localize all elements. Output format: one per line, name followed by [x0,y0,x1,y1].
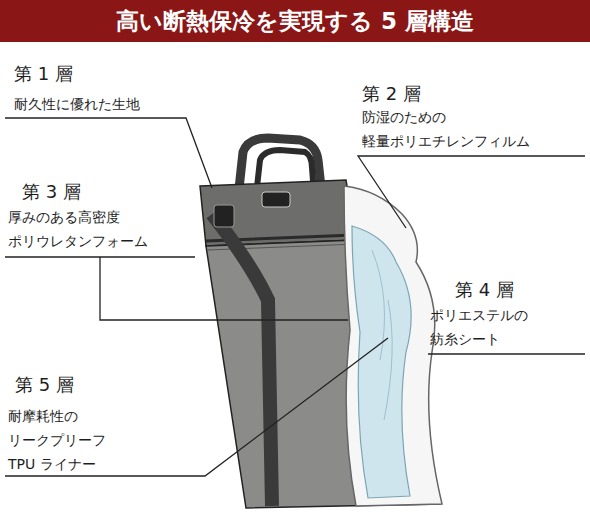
layer-number: 第 4 層 [455,278,575,302]
title-band [0,0,590,42]
layer-description: ポリエステルの 紡糸シート [430,303,542,351]
leader-lines [5,118,585,476]
insulation-layer [344,186,442,506]
layer-description: 耐摩耗性の リークプリーフ TPU ライナー [8,404,122,476]
layer-number: 第 2 層 [362,82,482,106]
shoulder-strap [212,214,272,506]
leader-line [5,118,212,188]
layer-number: 第 3 層 [22,180,142,204]
layer-description: 耐久性に優れた生地 [14,92,214,116]
title: 高い断熱保冷を実現する 5 層構造 [0,0,590,42]
buckle [214,205,234,227]
layer-number: 第 5 層 [15,373,135,397]
fold-line [372,250,392,420]
layer-description: 防湿のための 軽量ポリエチレンフィルム [362,105,542,153]
logo-patch [262,192,290,207]
leader-line [428,353,585,354]
liner-layer [352,226,411,498]
leader-line [358,156,585,228]
leader-line [5,338,388,476]
layer-number: 第 1 層 [14,62,134,86]
leader-line [5,257,348,320]
layer-description: 厚みのある高密度 ポリウレタンフォーム [8,205,160,253]
